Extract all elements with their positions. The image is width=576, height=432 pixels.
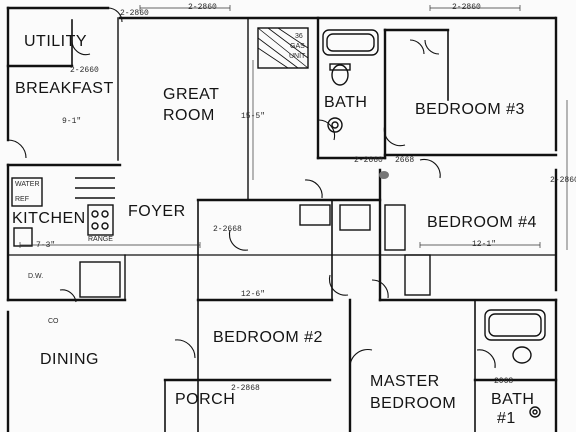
dimension-top-right: 2-2860 (452, 3, 481, 12)
dimension-utility-door: 2-2660 (70, 66, 99, 75)
room-label-bedroom-3: BEDROOM #3 (415, 101, 525, 118)
room-label-bedroom-2: BEDROOM #2 (213, 329, 323, 346)
fixture-label-ref: REF (15, 196, 29, 203)
room-label-dining: DINING (40, 351, 99, 368)
dimension-right-edge: 2-2860 (550, 176, 576, 185)
fixture-label-range: RANGE (88, 236, 113, 243)
room-label-utility: UTILITY (24, 33, 88, 50)
dimension-great-room-height: 15-5" (241, 112, 266, 121)
room-label-great-1: GREAT (163, 86, 220, 103)
dimension-bath-door: 2-2660 (354, 156, 383, 165)
room-label-foyer: FOYER (128, 203, 186, 220)
dimension-bath-1: 2068 (494, 377, 514, 386)
dimension-great-width: 9-1" (62, 117, 82, 126)
room-label-breakfast: BREAKFAST (15, 80, 114, 97)
dimension-top-left: 2-2860 (188, 3, 217, 12)
dimension-bedroom-2-top: 2-2668 (213, 225, 242, 234)
dimension-bath-door-2: 2668 (395, 156, 415, 165)
room-label-bath1-2: #1 (497, 410, 516, 427)
dimension-top-mid: 2-2860 (120, 9, 149, 18)
fixture-label-gas-unit-1: 36 (295, 33, 303, 40)
dimension-kitchen-left: 7-3" (36, 241, 56, 250)
room-label-master-1: MASTER (370, 373, 440, 390)
dimension-bedroom-4-width: 12-1" (472, 240, 497, 249)
fixture-label-gas-unit-3: UNIT (289, 53, 306, 60)
room-label-master-2: BEDROOM (370, 395, 457, 412)
fixture-label-dw: D.W. (28, 273, 44, 280)
dimension-bedroom-2-height: 12-6" (241, 290, 266, 299)
fixture-label-co: CO (48, 318, 59, 325)
room-label-kitchen: KITCHEN (12, 210, 86, 227)
room-label-great-2: ROOM (163, 107, 215, 124)
fixture-label-water-heater: WATER (15, 181, 40, 188)
fixture-label-gas-unit-2: GAS (290, 43, 305, 50)
room-label-porch: PORCH (175, 391, 236, 408)
room-label-bedroom-4: BEDROOM #4 (427, 214, 537, 231)
room-label-bath1-1: BATH (491, 391, 535, 408)
room-label-bath: BATH (324, 94, 368, 111)
dimension-porch: 2-2868 (231, 384, 260, 393)
